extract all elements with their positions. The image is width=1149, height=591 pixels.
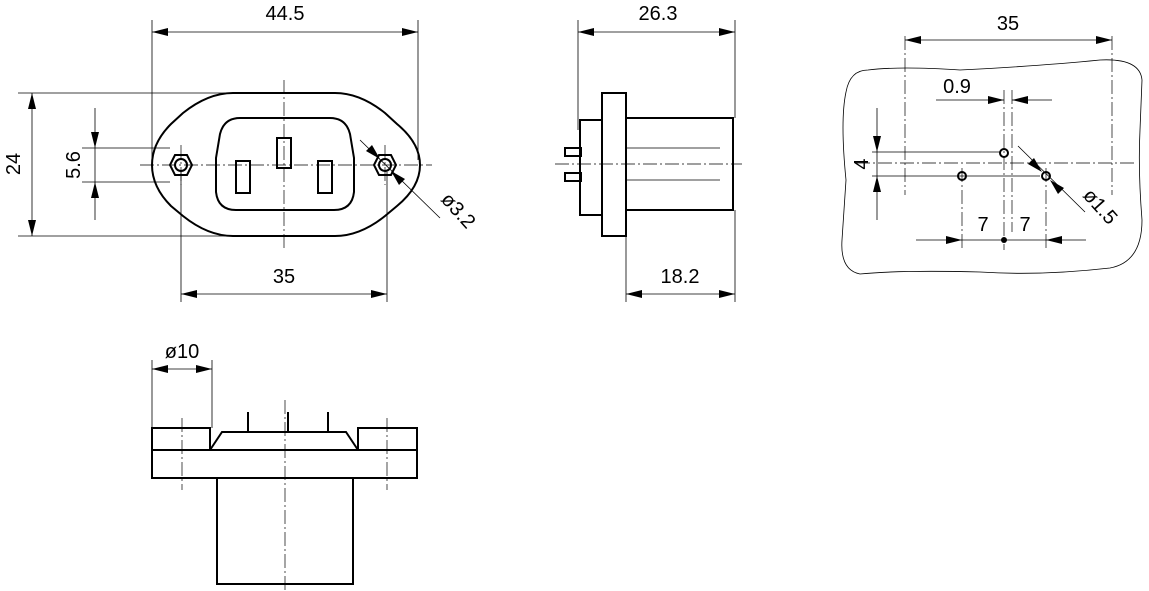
dim-pin-hole-diameter: ø1.5 (1078, 185, 1121, 229)
dim-vertical-offset: 4 (851, 158, 873, 169)
bottom-view: ø10 (151, 341, 418, 590)
dim-hole-diameter: ø3.2 (436, 189, 479, 233)
dim-pin-spacing-left: 7 (977, 214, 988, 236)
dim-pin-spacing-right: 7 (1019, 214, 1030, 236)
flange-outline (150, 92, 422, 237)
side-view: 26.3 18.2 (555, 3, 742, 302)
pcb-hole-earth (999, 148, 1009, 158)
pcb-layout: 35 0.9 4 7 7 ø1.5 (841, 13, 1143, 275)
pcb-hole-left (957, 171, 967, 181)
front-view: 44.5 24 5.6 ø3.2 35 (3, 3, 479, 302)
dim-overall-width: 44.5 (266, 3, 305, 25)
dim-overall-depth: 26.3 (639, 3, 678, 25)
line-pin (235, 160, 251, 194)
dim-body-depth: 18.2 (661, 266, 700, 288)
socket-outline (215, 117, 355, 211)
dim-hole-offset: 5.6 (63, 151, 85, 179)
dim-height: 24 (3, 153, 25, 175)
rear-block (579, 119, 603, 216)
dim-hole-spacing: 35 (273, 266, 295, 288)
bottom-flange (151, 449, 418, 479)
dim-boss-diameter: ø10 (165, 341, 199, 363)
dim-offset: 0.9 (943, 76, 971, 98)
dim-pitch-horizontal: 35 (997, 13, 1019, 35)
neutral-pin (317, 160, 333, 194)
pcb-outline (841, 59, 1143, 275)
side-flange (601, 92, 627, 237)
pcb-hole-right (1041, 171, 1051, 181)
